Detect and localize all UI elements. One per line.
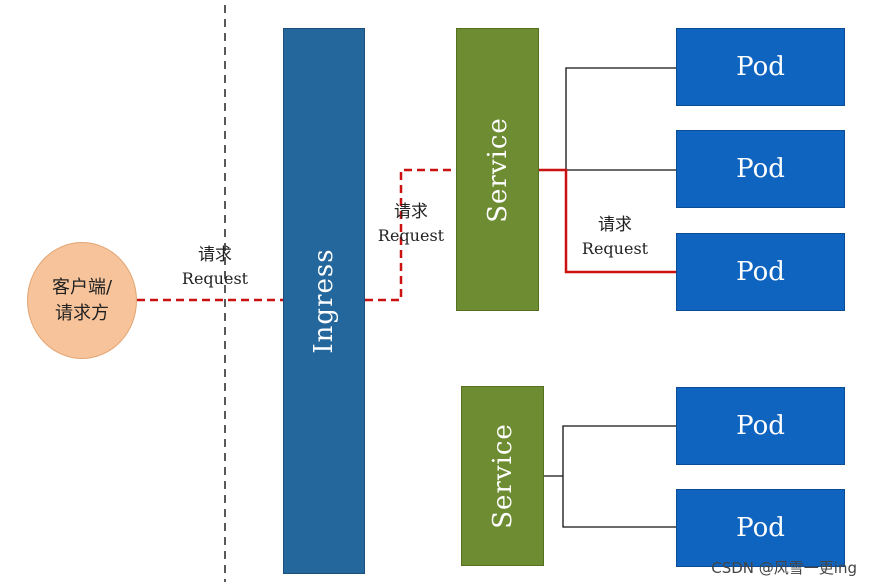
pod-box-4: Pod bbox=[676, 387, 845, 465]
connector-service2-to-pods bbox=[562, 425, 676, 528]
client-label-line2: 请求方 bbox=[55, 302, 109, 324]
request-line-service-to-pod3 bbox=[539, 168, 676, 274]
request-label-ingress: 请求 Request bbox=[368, 200, 454, 248]
request-label-client: 请求 Request bbox=[172, 243, 258, 291]
request-label-zh: 请求 bbox=[598, 215, 632, 235]
request-label-zh: 请求 bbox=[394, 202, 428, 222]
pod-box-5: Pod bbox=[676, 489, 845, 567]
service-label-2: Service bbox=[487, 423, 518, 529]
request-label-zh: 请求 bbox=[198, 245, 232, 265]
client-requester-circle: 客户端/ 请求方 bbox=[27, 242, 137, 359]
ingress-label: Ingress bbox=[309, 248, 339, 354]
service-box-1: Service bbox=[456, 28, 539, 311]
ingress-box: Ingress bbox=[283, 28, 365, 574]
request-label-en: Request bbox=[581, 239, 649, 258]
csdn-watermark: CSDN @风雪一更ing bbox=[711, 559, 857, 577]
request-label-service: 请求 Request bbox=[572, 213, 658, 261]
service-label-1: Service bbox=[482, 116, 513, 223]
service-box-2: Service bbox=[461, 386, 544, 566]
request-line-ingress-to-service bbox=[365, 168, 456, 302]
connector-service1-to-pod1 bbox=[565, 67, 676, 170]
pod-box-2: Pod bbox=[676, 130, 845, 208]
client-label-line1: 客户端/ bbox=[51, 276, 113, 298]
request-label-en: Request bbox=[377, 226, 445, 245]
pod-box-3: Pod bbox=[676, 233, 845, 311]
pod-box-1: Pod bbox=[676, 28, 845, 106]
request-label-en: Request bbox=[181, 269, 249, 288]
